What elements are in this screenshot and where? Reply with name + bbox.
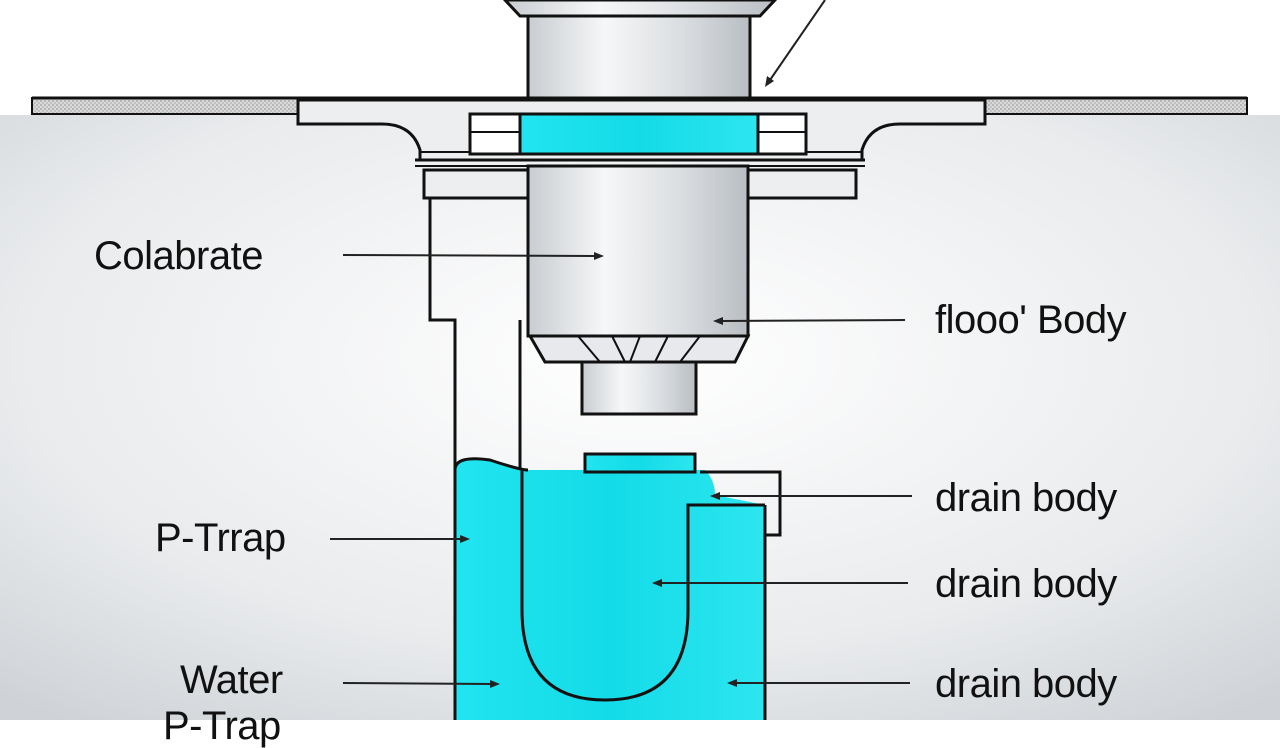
label-p-trap-cut: P-Trap — [163, 704, 281, 748]
leader-p-trap — [330, 535, 470, 543]
drain-cross-section — [0, 0, 1280, 720]
leader-water — [342, 680, 500, 688]
leader-drain-2 — [652, 579, 908, 587]
leader-colabrate — [342, 252, 604, 260]
floor-body-cylinder — [526, 164, 751, 416]
label-floor-body: flooo' Body — [935, 298, 1127, 342]
label-drain-body-3: drain body — [935, 662, 1117, 706]
label-p-trap: P-Trrap — [155, 516, 286, 560]
label-drain-body-2: drain body — [935, 562, 1117, 606]
leader-top-right — [765, 0, 826, 87]
leader-lines — [330, 0, 912, 688]
grate-top — [502, 0, 778, 100]
label-colabrate: Colabrate — [94, 234, 263, 278]
label-water: Water — [180, 658, 283, 702]
p-trap-water — [453, 452, 782, 720]
label-drain-body-1: drain body — [935, 476, 1117, 520]
outer-drain-body — [428, 198, 522, 470]
flange — [296, 98, 987, 167]
leader-floor-body — [713, 317, 906, 325]
leader-drain-1 — [710, 492, 912, 500]
leader-drain-3 — [727, 679, 910, 687]
clamp-left — [422, 168, 546, 200]
water-seal-ring — [518, 112, 760, 156]
clamp-right — [730, 168, 858, 200]
